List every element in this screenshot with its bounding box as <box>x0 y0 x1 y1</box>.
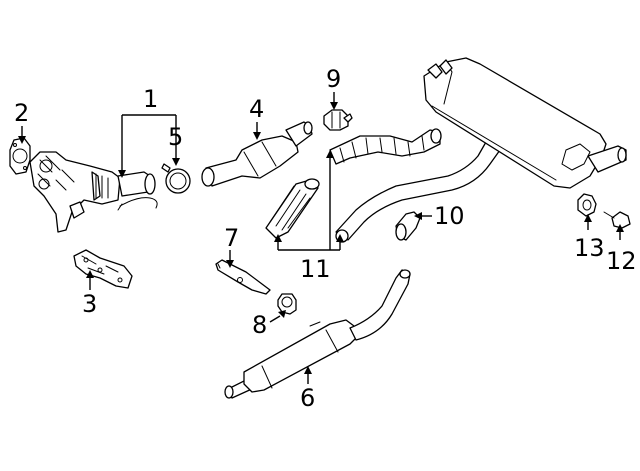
part-10-tailpipe-tip[interactable] <box>395 211 421 241</box>
rear-muffler[interactable] <box>335 57 627 243</box>
part-12-clip[interactable] <box>603 211 631 229</box>
callout-10: 10 <box>434 202 465 230</box>
part-2-gasket[interactable] <box>9 137 31 175</box>
callout-7: 7 <box>224 224 239 252</box>
part-9-clamp[interactable] <box>323 109 353 131</box>
part-5-clamp[interactable] <box>161 163 191 194</box>
callout-9: 9 <box>326 65 341 93</box>
callout-2: 2 <box>14 99 29 127</box>
part-4-front-pipe[interactable] <box>201 121 313 187</box>
part-11-flex-pipe-right[interactable] <box>329 128 442 165</box>
callout-3: 3 <box>82 290 97 318</box>
callout-5: 5 <box>168 123 183 151</box>
part-6-resonator[interactable] <box>224 269 411 399</box>
part-3-heat-shield[interactable] <box>73 249 133 289</box>
part-13-hanger-isolator[interactable] <box>577 193 597 217</box>
part-8-isolator[interactable] <box>277 293 297 315</box>
callout-4: 4 <box>249 95 264 123</box>
part-11-flex-pipe-left[interactable] <box>265 178 320 239</box>
callout-13: 13 <box>574 234 605 262</box>
callout-8: 8 <box>252 311 267 339</box>
callout-12: 12 <box>606 247 637 275</box>
callout-6: 6 <box>300 384 315 412</box>
leader-lines <box>18 92 624 384</box>
part-1-catalytic-converter[interactable] <box>29 151 158 233</box>
callout-11: 11 <box>300 255 331 283</box>
callout-1: 1 <box>143 85 158 113</box>
part-7-hanger-bracket[interactable] <box>215 259 271 295</box>
